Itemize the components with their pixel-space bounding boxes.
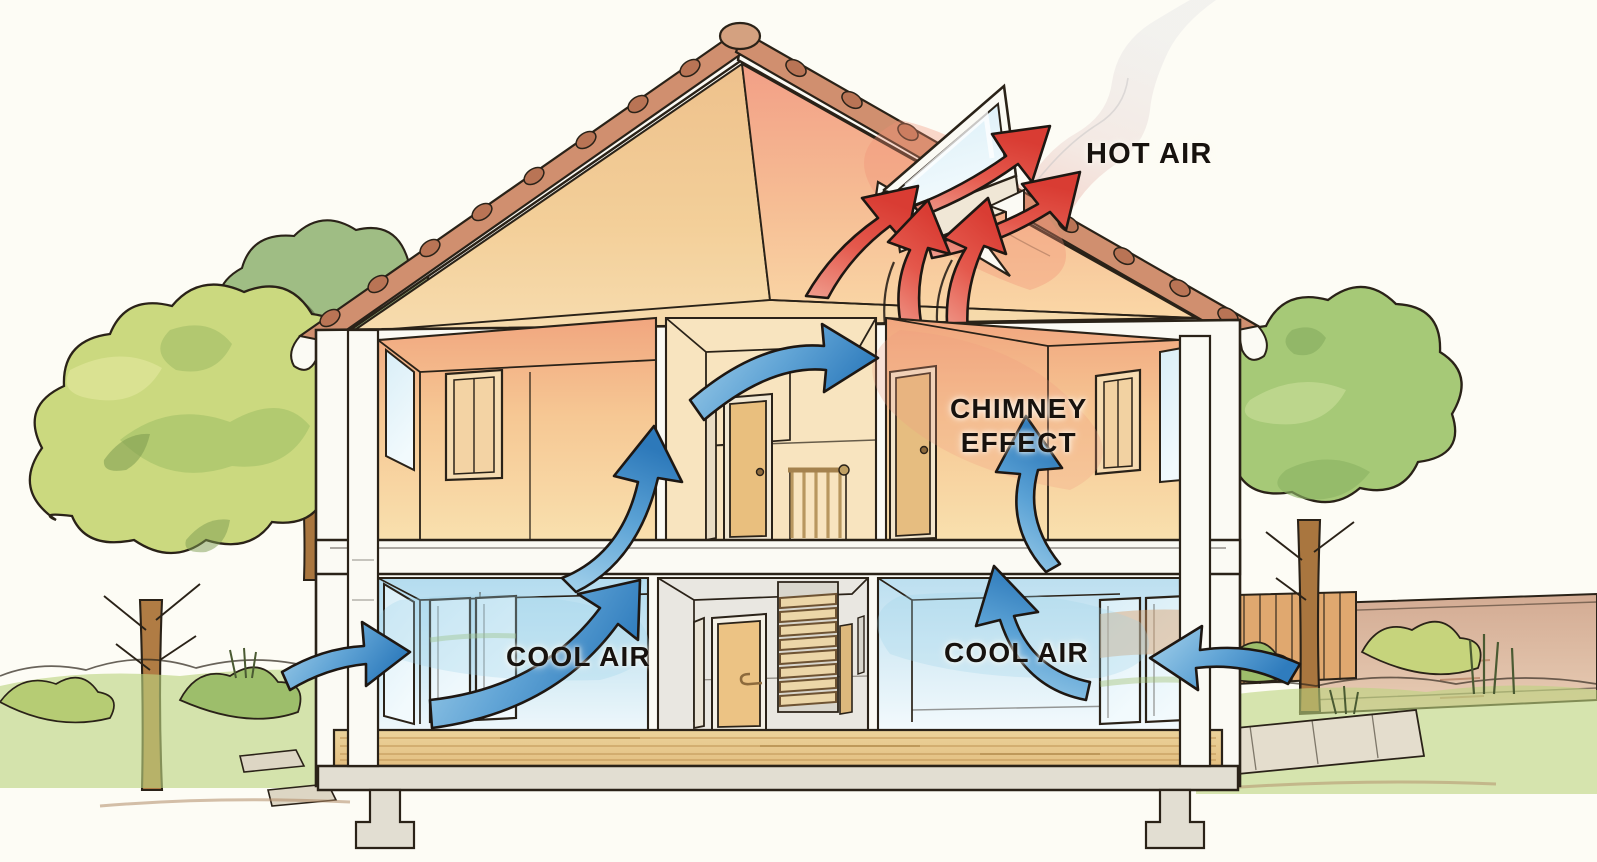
glass-door-right-fence-reflection xyxy=(1100,609,1186,658)
gutter-left xyxy=(290,334,322,371)
glass-door-left-greenery-reflection xyxy=(429,633,517,643)
attic-ridge-beam xyxy=(769,299,1197,319)
floorboard-joints xyxy=(500,737,1100,755)
tree-right-leafcluster xyxy=(1285,327,1326,356)
wall-pilaster-left xyxy=(346,328,380,768)
tree-main-highlight xyxy=(66,356,162,401)
hot-air-arrows xyxy=(804,124,1082,345)
landscape-right xyxy=(1190,285,1597,794)
tree-main-leafcluster-b xyxy=(185,519,230,553)
window-upper-left-side xyxy=(385,347,415,472)
door-ground-center-jamb xyxy=(693,616,705,730)
stair-handrail-post xyxy=(857,615,865,675)
grass-tall-right xyxy=(1468,634,1516,695)
cool-arrow-left-lower xyxy=(428,578,642,730)
stair-newel xyxy=(839,623,853,715)
door-ground-center-handle xyxy=(739,672,763,686)
cool-arrow-entry-left xyxy=(280,620,412,692)
footing-right xyxy=(1144,788,1206,850)
tree-right-branches xyxy=(1265,521,1355,601)
hot-arrow-outer-1 xyxy=(912,124,1052,218)
heat-plume-outline xyxy=(1035,77,1129,183)
tree-right-highlight xyxy=(1244,382,1346,425)
door-upper-center-leaf xyxy=(729,400,767,538)
grass-tufts-left xyxy=(229,647,257,679)
shrub-right-1 xyxy=(1360,620,1482,676)
door-upper-center-handle xyxy=(755,467,765,477)
hot-arrow-attic-3 xyxy=(942,196,1008,338)
tree-main-shade-1 xyxy=(120,407,310,473)
roof-tile-caps-left xyxy=(319,58,701,328)
tree-main-leafcluster-a xyxy=(103,433,150,471)
tree-right-shade xyxy=(1277,459,1370,500)
tree-main-shade-2 xyxy=(160,325,232,372)
cool-air-arrows xyxy=(280,322,1302,730)
paving-joints xyxy=(1249,713,1379,771)
room-upper-right-corner xyxy=(885,317,1181,540)
gutter-right xyxy=(1236,324,1268,361)
cool-arrow-upper-hall xyxy=(688,322,880,422)
floor-slab-mid xyxy=(314,538,1242,576)
staircase-ground xyxy=(777,581,853,715)
cool-arrow-entry-right xyxy=(1148,624,1302,692)
footing-left xyxy=(354,788,416,850)
tree-main-branches xyxy=(103,583,201,671)
door-upper-right-leaf xyxy=(895,372,931,537)
cool-arrow-right-lower xyxy=(974,564,1092,702)
cool-arrow-right-upper xyxy=(994,414,1064,574)
shrub-left-1 xyxy=(178,666,302,720)
pilaster-left-lines xyxy=(352,559,374,601)
stepping-stone-1 xyxy=(239,749,306,773)
hot-arrow-attic-2 xyxy=(886,198,952,332)
window-upper-right-side xyxy=(1159,346,1183,484)
cool-arrow-left-upper xyxy=(560,424,684,594)
door-ground-center-leaf xyxy=(717,620,761,728)
room-ground-right-baseboard xyxy=(911,705,1121,711)
house-body xyxy=(314,316,1242,850)
roof-ridge-cap xyxy=(718,21,762,51)
room-upper-left-ceiling xyxy=(419,359,657,373)
door-upper-right-handle xyxy=(919,445,929,455)
shrub-left-2 xyxy=(0,676,115,724)
wall-pilaster-right xyxy=(1178,334,1212,768)
skylight-glass-reflection xyxy=(904,111,995,188)
ground-line-left xyxy=(99,798,351,808)
hot-arrow-attic-1 xyxy=(804,184,920,300)
glass-door-right-greenery-reflection xyxy=(1099,676,1187,687)
foundation-slab xyxy=(316,764,1240,792)
grass-tufts-right xyxy=(1329,685,1359,715)
glass-door-right-leaf-1 xyxy=(1098,596,1142,726)
